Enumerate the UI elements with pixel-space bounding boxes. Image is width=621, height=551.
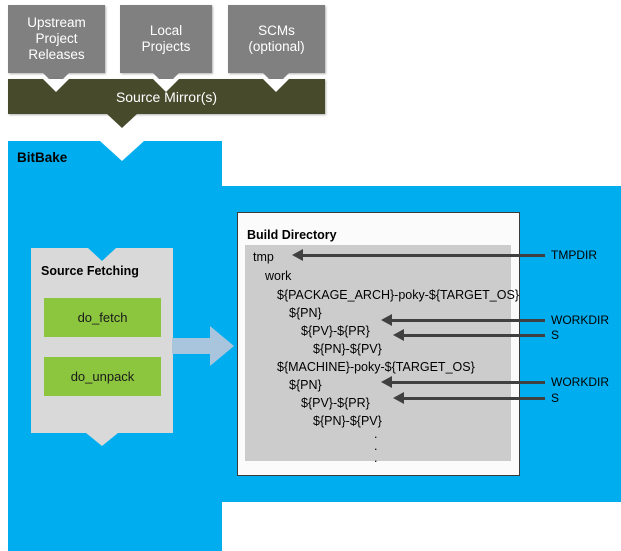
source-box-line: SCMs — [258, 23, 295, 39]
source-box-upstream-project-releases: Upstream Project Releases — [8, 5, 105, 73]
directory-tree-area — [245, 245, 511, 461]
bitbake-label: BitBake — [17, 150, 68, 165]
source-box-line: (optional) — [248, 39, 305, 54]
flow-arrow-icon — [172, 326, 234, 366]
build-directory-title: Build Directory — [247, 228, 337, 242]
callout-label-workdir-2: WORKDIR — [551, 375, 609, 389]
tree-node-tmp: tmp — [253, 250, 274, 264]
source-fetching-title: Source Fetching — [41, 264, 139, 278]
task-label: do_unpack — [70, 369, 135, 384]
task-box-do-unpack[interactable]: do_unpack — [44, 357, 161, 396]
callout-label-tmpdir: TMPDIR — [551, 248, 597, 262]
tree-ellipsis-dot: . — [374, 451, 378, 465]
mirror-notch-icon — [43, 79, 69, 92]
source-box-line: Projects — [141, 39, 191, 54]
callout-label-workdir-1: WORKDIR — [551, 313, 609, 327]
bitbake-panel-lower — [8, 502, 222, 551]
task-label: do_fetch — [77, 310, 128, 325]
source-box-line: Upstream — [27, 15, 86, 31]
source-mirror-label: Source Mirror(s) — [115, 88, 218, 105]
source-box-scms-optional: SCMs (optional) — [228, 5, 325, 73]
callout-line-workdir-1 — [392, 319, 545, 322]
tree-ellipsis-dot: . — [374, 427, 378, 441]
tree-node-pn-pv-2: ${PN}-${PV} — [313, 414, 382, 428]
tree-ellipsis-dot: . — [374, 439, 378, 453]
chevron-down-icon — [107, 114, 137, 128]
callout-line-s-1 — [404, 334, 545, 337]
callout-line-s-2 — [404, 397, 545, 400]
source-box-line: Releases — [28, 46, 85, 62]
tree-node-pn: ${PN} — [289, 306, 322, 320]
callout-arrowhead-s-1 — [393, 329, 404, 341]
mirror-notch-icon — [263, 79, 289, 92]
callout-arrowhead-workdir-1 — [381, 314, 392, 326]
source-box-local-projects: Local Projects — [120, 5, 212, 73]
source-box-line: Project — [35, 31, 78, 47]
callout-arrowhead-s-2 — [393, 392, 404, 404]
callout-arrowhead-workdir-2 — [381, 376, 392, 388]
tree-node-pn-2: ${PN} — [289, 378, 322, 392]
fetch-inlet-notch — [88, 248, 116, 261]
callout-arrowhead-tmpdir — [292, 249, 303, 261]
tree-node-pv-pr-2: ${PV}-${PR} — [301, 396, 370, 410]
callout-label-s-1: S — [551, 328, 560, 342]
tree-node-pv-pr: ${PV}-${PR} — [301, 324, 370, 338]
tree-node-work: work — [265, 269, 292, 283]
chevron-down-icon — [86, 433, 118, 446]
source-fetching-panel — [31, 248, 173, 433]
callout-line-tmpdir — [303, 254, 545, 257]
callout-line-workdir-2 — [392, 381, 545, 384]
tree-node-package-arch: ${PACKAGE_ARCH}-poky-${TARGET_OS} — [277, 288, 519, 302]
tree-node-pn-pv: ${PN}-${PV} — [313, 342, 382, 356]
task-box-do-fetch[interactable]: do_fetch — [44, 298, 161, 337]
tree-node-machine: ${MACHINE}-poky-${TARGET_OS} — [277, 360, 475, 374]
source-box-line: Local — [149, 23, 183, 39]
mirror-notch-icon — [153, 79, 179, 92]
callout-label-s-2: S — [551, 391, 560, 405]
bitbake-inlet-notch — [100, 141, 144, 161]
